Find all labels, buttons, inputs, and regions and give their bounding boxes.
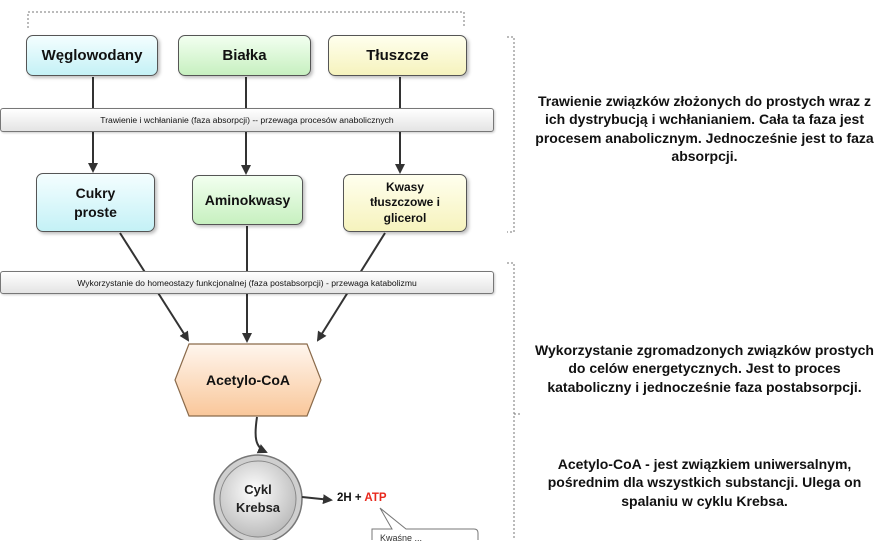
arrow-acetyl-krebs <box>254 416 268 454</box>
box-kwasy-label: Kwasy tłuszczowe i glicerol <box>369 179 440 225</box>
bar-postabsorption-label: Wykorzystanie do homeostazy funkcjonalne… <box>77 277 417 288</box>
krebs-cycle-label: Cykl Krebsa <box>214 455 302 543</box>
box-bialka: Białka <box>178 35 311 76</box>
description-acetyl: Acetylo-CoA - jest związkiem uniwersalny… <box>547 456 862 509</box>
krebs-cycle-text: Cykl Krebsa <box>235 481 281 515</box>
krebs-inner-circle <box>219 460 297 538</box>
acetyl-hexagon <box>174 343 322 417</box>
box-weglowodany-label: Węglowodany <box>41 47 143 64</box>
bracket-phase1 <box>507 36 515 233</box>
box-tluszcze: Tłuszcze <box>328 35 467 76</box>
box-aminokwasy: Aminokwasy <box>192 175 303 225</box>
box-weglowodany: Węglowodany <box>26 35 158 76</box>
bar-absorption-phase: Trawienie i wchłanianie (faza absorpcji)… <box>0 108 494 132</box>
acetyl-coa-label: Acetylo-CoA <box>205 372 290 388</box>
box-aminokwasy-label: Aminokwasy <box>204 192 291 208</box>
atp-callout-bubble <box>371 507 479 540</box>
arrow-krebs-atp <box>301 494 333 505</box>
atp-prefix: 2H + <box>337 492 365 504</box>
bar-postabsorption-phase: Wykorzystanie do homeostazy funkcjonalne… <box>0 271 494 294</box>
description-phase1: Trawienie związków złożonych do prostych… <box>535 93 874 165</box>
box-tluszcze-label: Tłuszcze <box>366 47 429 64</box>
atp-callout-text: Kwaśne ... <box>380 533 423 543</box>
atp-output: 2H + ATP <box>337 492 387 504</box>
bracket-phase2 <box>507 262 515 540</box>
box-kwasy-tluszczowe: Kwasy tłuszczowe i glicerol <box>343 174 467 232</box>
bar-absorption-label: Trawienie i wchłanianie (faza absorpcji)… <box>100 115 394 125</box>
top-group-brace <box>27 11 465 28</box>
box-bialka-label: Białka <box>222 47 267 64</box>
description-phase2: Wykorzystanie zgromadzonych związków pro… <box>535 342 874 395</box>
atp-highlight: ATP <box>364 492 387 504</box>
box-cukry-label: Cukry proste <box>74 185 117 220</box>
box-cukry-proste: Cukry proste <box>36 173 155 232</box>
